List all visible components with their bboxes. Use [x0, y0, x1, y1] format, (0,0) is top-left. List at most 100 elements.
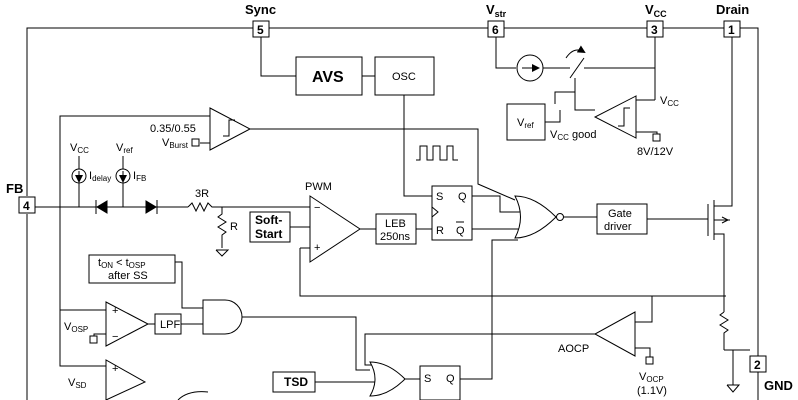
vosp-label: VOSP	[64, 321, 88, 334]
switch-arc	[565, 45, 586, 59]
sense-resistor	[719, 311, 729, 350]
switch-blade	[569, 57, 585, 79]
pin-vstr-number: 6	[492, 23, 499, 37]
vocp-value: (1.1V)	[637, 385, 667, 397]
pwm-minus: −	[314, 202, 320, 214]
pwm-plus: +	[314, 242, 320, 254]
osp-comparator	[105, 301, 150, 347]
pin-vcc-label: VCC	[645, 2, 667, 19]
vcc-good-wire	[545, 110, 561, 123]
vref-label: Vref	[517, 117, 534, 130]
sd-in-wire	[59, 310, 106, 367]
and-gate	[202, 299, 243, 335]
mosfet-drain	[714, 37, 733, 207]
vcc-good-label: VCC good	[550, 129, 596, 142]
ff-q-wire	[472, 195, 525, 213]
diode-1	[96, 200, 108, 214]
burst-in-wire	[59, 115, 210, 207]
diode-2	[145, 200, 157, 214]
pin-sync-number: 5	[257, 23, 264, 37]
leb-block	[375, 213, 417, 245]
pin-drain-number: 1	[728, 23, 735, 37]
leb-label-2: 250ns	[380, 231, 410, 243]
vref-block	[506, 103, 546, 141]
gate-driver-label-1: Gate	[608, 208, 632, 220]
burst-comparator	[209, 107, 252, 151]
pin-fb-box	[18, 196, 36, 214]
aocp-ref-wire	[635, 347, 651, 358]
resistor-3r	[187, 201, 222, 213]
aocp-out-wire	[364, 333, 595, 366]
ff-s-label: S	[436, 191, 443, 203]
mosfet-arrow	[721, 216, 730, 224]
vcc-comp-label: VCC	[660, 95, 679, 108]
ff-r-label: R	[436, 225, 444, 237]
resistor-r	[217, 207, 227, 248]
vburst-label: VBurst	[162, 137, 189, 150]
ff-qbar-label: Q	[456, 225, 465, 237]
nor-bubble	[556, 213, 564, 221]
ifb-label: IFB	[133, 170, 146, 183]
ton-label-2: after SS	[108, 270, 148, 282]
osc-to-ff-wire	[403, 170, 432, 197]
nor-gate	[514, 195, 557, 239]
ton-wire	[175, 261, 203, 309]
pin-fb-number: 4	[23, 199, 30, 213]
softstart-label-1: Soft-	[255, 213, 282, 227]
ff2-q-label: Q	[446, 373, 455, 385]
or-gate-2	[369, 361, 406, 397]
pwm-comparator	[309, 195, 361, 263]
resistor-3r-label: 3R	[195, 188, 209, 200]
pin-sync-label: Sync	[245, 2, 276, 17]
gate-driver-block	[596, 203, 648, 235]
pin-gnd-number: 2	[754, 358, 761, 372]
ton-block	[88, 254, 176, 284]
aocp-comparator	[593, 311, 636, 357]
tsd-label: TSD	[284, 375, 308, 389]
pin-vstr-label: Vstr	[486, 2, 507, 19]
uvlo-comparator	[593, 95, 637, 139]
sync-wire	[260, 37, 296, 77]
leb-label-1: LEB	[385, 218, 406, 230]
sd-plus: +	[112, 363, 118, 375]
pwm-label: PWM	[305, 181, 332, 193]
aocp-ref-pin	[645, 356, 654, 365]
ff2-s-label: S	[424, 373, 431, 385]
latch-out-wire	[460, 239, 518, 380]
frame-wire	[26, 27, 759, 356]
idelay-label: Idelay	[89, 170, 111, 183]
clock-pulses-icon	[416, 145, 458, 161]
pin-drain-label: Drain	[716, 2, 749, 17]
sd-comparator	[105, 359, 147, 400]
softstart-block	[249, 211, 291, 243]
uvlo-hyst-icon	[618, 107, 630, 127]
osc-label: OSC	[392, 71, 416, 83]
aocp-label: AOCP	[558, 343, 589, 355]
ff-q-label: Q	[458, 191, 467, 203]
pin-vcc-number: 3	[651, 23, 658, 37]
vref-feed-wire	[554, 91, 575, 104]
sr-flipflop	[431, 185, 473, 241]
uvlo-ref-pin	[652, 133, 661, 142]
osp-ref-pin	[89, 335, 98, 344]
pwm-minus-fb-wire	[299, 248, 726, 297]
ground-r	[215, 249, 230, 257]
ground-symbol	[726, 384, 741, 393]
osp-plus: +	[112, 305, 118, 317]
burst-out-wire	[250, 128, 516, 201]
burst-ref-pin	[191, 138, 200, 147]
aocp-sense-wire	[635, 295, 724, 323]
burst-levels-label: 0.35/0.55	[150, 123, 196, 135]
resistor-r-label: R	[230, 221, 238, 233]
softstart-label-2: Start	[255, 227, 282, 241]
lpf-label: LPF	[160, 319, 180, 331]
uvlo-label: 8V/12V	[637, 146, 674, 158]
vref-source-label: Vref	[116, 142, 133, 155]
vsd-label: VSD	[68, 377, 87, 390]
latch-flipflop	[419, 365, 461, 400]
osp-minus: −	[112, 331, 118, 343]
vcc-source-label: VCC	[70, 142, 89, 155]
sd-arc	[177, 391, 209, 400]
switch-down-wire	[574, 78, 595, 111]
